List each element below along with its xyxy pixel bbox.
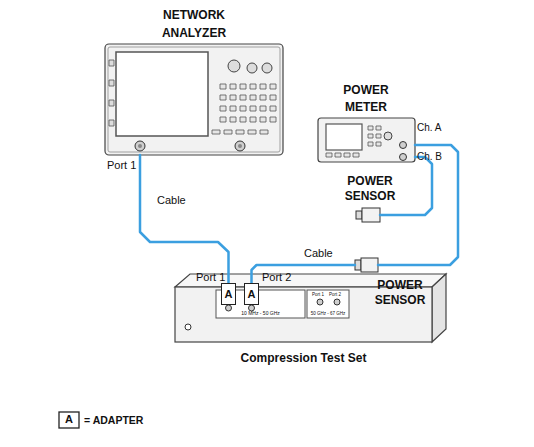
port-connector <box>226 305 232 311</box>
legend-sample-box <box>59 412 79 428</box>
compression-test-set: AACompression Test Set <box>175 287 432 342</box>
meter-screen <box>326 124 362 150</box>
node-heading: POWER SENSOR <box>360 278 440 308</box>
cable <box>378 145 458 265</box>
port-connector-pin <box>138 144 142 148</box>
adapter-box: A <box>244 283 259 305</box>
power-switch <box>185 324 191 330</box>
node-heading: A <box>225 288 233 301</box>
frequency-range: 10 MHz - 50 GHz <box>216 311 305 317</box>
node-heading: Compression Test Set <box>175 352 432 366</box>
power-meter: POWER METERCh. ACh. B <box>318 118 415 162</box>
analyzer-side-keys <box>109 60 114 126</box>
port-label: Port 1 <box>107 159 136 172</box>
analyzer-screen <box>116 52 208 136</box>
meter-keys <box>326 126 381 157</box>
testset-side <box>432 274 446 342</box>
channel-connector <box>400 142 407 149</box>
cable-label: Cable <box>157 194 186 207</box>
port-label: Port 1 <box>312 292 324 297</box>
sensor-body <box>362 208 380 222</box>
power-sensor: POWER SENSOR <box>355 258 378 272</box>
analyzer-bezel <box>108 47 280 152</box>
sensor-body <box>361 258 378 272</box>
port-label: Port 2 <box>329 292 341 297</box>
port-connector <box>317 299 323 305</box>
node-heading: NETWORK ANALYZER <box>139 6 249 42</box>
analyzer-body <box>105 44 283 155</box>
meter-knob <box>384 132 392 140</box>
node-heading: POWER METER <box>331 82 401 116</box>
cable-label: Cable <box>304 247 333 260</box>
testset-panel <box>307 290 349 318</box>
meter-body <box>318 118 415 162</box>
port-connector <box>334 299 340 305</box>
channel-label: Ch. B <box>417 151 457 163</box>
node-heading: A <box>248 288 256 301</box>
channel-connector <box>400 154 407 161</box>
frequency-range: 50 GHz - 67 GHz <box>307 311 349 316</box>
legend-sample-letter: A <box>59 413 79 426</box>
power-sensor: POWER SENSOR <box>356 208 380 222</box>
cable <box>252 265 356 283</box>
port-connector <box>235 141 245 151</box>
channel-label: Ch. A <box>417 122 457 134</box>
analyzer-knob <box>247 63 257 73</box>
analyzer-knob <box>228 60 240 72</box>
network-analyzer: NETWORK ANALYZER <box>105 44 283 155</box>
analyzer-knob <box>262 63 272 73</box>
sensor-connector <box>356 211 362 219</box>
cable <box>140 155 229 283</box>
port-label: Port 1 <box>196 271 225 284</box>
node-heading: POWER SENSOR <box>330 174 410 204</box>
adapter-box: A <box>221 283 236 305</box>
analyzer-keypad <box>220 84 276 122</box>
legend-text: = ADAPTER <box>84 414 143 426</box>
port-connector-pin <box>238 144 242 148</box>
analyzer-softkeys <box>212 130 268 134</box>
port-label: Port 2 <box>262 271 291 284</box>
port-connector <box>135 141 145 151</box>
